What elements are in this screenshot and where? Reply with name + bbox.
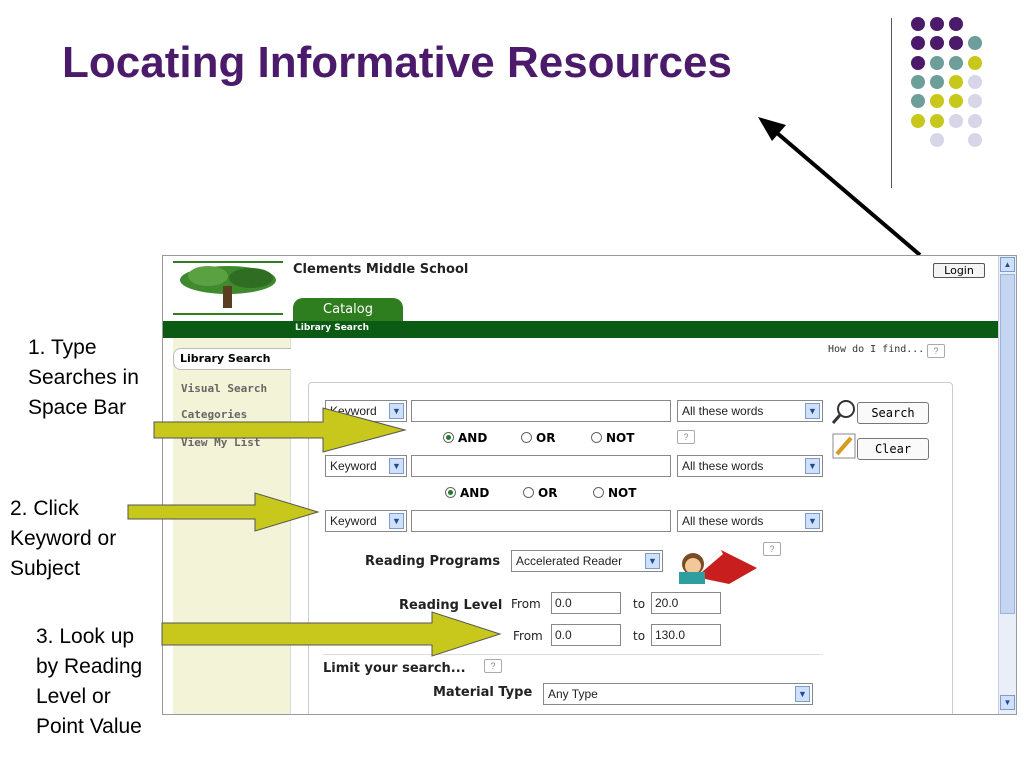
help-icon[interactable]: ? bbox=[677, 430, 695, 444]
chevron-down-icon: ▼ bbox=[389, 458, 404, 474]
chevron-down-icon: ▼ bbox=[795, 686, 810, 702]
nav-bar bbox=[163, 321, 998, 338]
points-from-input[interactable]: 0.0 bbox=[551, 624, 621, 646]
match-select-1[interactable]: All these words▼ bbox=[677, 400, 823, 422]
sidebar-item-library-search[interactable]: Library Search bbox=[173, 348, 291, 370]
search-input-1[interactable] bbox=[411, 400, 671, 422]
field-select-3[interactable]: Keyword▼ bbox=[325, 510, 407, 532]
clear-button[interactable]: Clear bbox=[857, 438, 929, 460]
scroll-up-icon[interactable]: ▲ bbox=[1000, 257, 1015, 272]
reading-level-to-input[interactable]: 20.0 bbox=[651, 592, 721, 614]
decorative-dot bbox=[911, 36, 925, 51]
chevron-down-icon: ▼ bbox=[389, 403, 404, 419]
decorative-dot bbox=[949, 36, 963, 51]
decorative-dot bbox=[911, 94, 925, 109]
search-icon bbox=[831, 400, 855, 424]
tab-catalog[interactable]: Catalog bbox=[293, 298, 403, 322]
decorative-dot bbox=[968, 74, 982, 89]
sidebar-item-visual-search[interactable]: Visual Search bbox=[181, 382, 268, 395]
from-label: From bbox=[511, 597, 541, 611]
match-select-2[interactable]: All these words▼ bbox=[677, 455, 823, 477]
decorative-dot bbox=[930, 94, 944, 109]
decorative-dot bbox=[930, 17, 944, 31]
decorative-dot bbox=[949, 113, 963, 128]
decorative-dot bbox=[930, 74, 944, 89]
sidebar-item-categories[interactable]: Categories bbox=[181, 408, 248, 421]
reading-programs-label: Reading Programs bbox=[365, 554, 501, 569]
field-select-2[interactable]: Keyword▼ bbox=[325, 455, 407, 477]
decorative-dot bbox=[949, 17, 963, 31]
decorative-dot bbox=[911, 55, 925, 70]
pointer-arrow-title bbox=[758, 117, 922, 257]
points-to-input[interactable]: 130.0 bbox=[651, 624, 721, 646]
decorative-dot bbox=[968, 36, 982, 51]
slide-title: Locating Informative Resources bbox=[62, 38, 732, 87]
match-select-3[interactable]: All these words▼ bbox=[677, 510, 823, 532]
material-type-select[interactable]: Any Type▼ bbox=[543, 683, 813, 705]
to-label: to bbox=[633, 597, 646, 611]
bool-or-2[interactable]: OR bbox=[523, 486, 557, 500]
pencil-eraser-icon bbox=[832, 433, 856, 459]
reading-book-icon bbox=[679, 550, 757, 584]
search-panel bbox=[308, 382, 953, 714]
help-icon[interactable]: ? bbox=[927, 344, 945, 358]
decorative-dot bbox=[968, 55, 982, 70]
material-type-label: Material Type bbox=[433, 685, 533, 700]
decorative-dot bbox=[949, 94, 963, 109]
school-name: Clements Middle School bbox=[293, 262, 469, 277]
bool-not-1[interactable]: NOT bbox=[591, 431, 634, 445]
chevron-down-icon: ▼ bbox=[805, 513, 820, 529]
limit-search-label: Limit your search... bbox=[323, 661, 466, 676]
tree-logo-icon bbox=[173, 261, 283, 315]
decorative-dot bbox=[930, 113, 944, 128]
chevron-down-icon: ▼ bbox=[805, 403, 820, 419]
yellow-arrow-3 bbox=[161, 611, 502, 657]
scroll-down-icon[interactable]: ▼ bbox=[1000, 695, 1015, 710]
scrollbar[interactable]: ▲ ▼ bbox=[998, 256, 1016, 714]
reading-level-from-input[interactable]: 0.0 bbox=[551, 592, 621, 614]
yellow-arrow-2 bbox=[127, 492, 320, 532]
yellow-arrow-1 bbox=[153, 407, 407, 453]
help-icon[interactable]: ? bbox=[484, 659, 502, 673]
decorative-dot bbox=[949, 55, 963, 70]
chevron-down-icon: ▼ bbox=[805, 458, 820, 474]
chevron-down-icon: ▼ bbox=[389, 513, 404, 529]
search-input-3[interactable] bbox=[411, 510, 671, 532]
how-do-i-find-link[interactable]: How do I find... bbox=[828, 344, 925, 355]
decorative-dot bbox=[949, 74, 963, 89]
breadcrumb: Library Search bbox=[295, 323, 370, 333]
decorative-dot bbox=[930, 36, 944, 51]
reading-level-label: Reading Level bbox=[399, 598, 503, 613]
bool-not-2[interactable]: NOT bbox=[593, 486, 636, 500]
divider-line bbox=[891, 18, 892, 188]
decorative-dot bbox=[911, 113, 925, 128]
section-divider bbox=[323, 654, 823, 655]
chevron-down-icon: ▼ bbox=[645, 553, 660, 569]
login-button[interactable]: Login bbox=[933, 263, 985, 278]
from-label: From bbox=[513, 629, 543, 643]
scroll-thumb[interactable] bbox=[1000, 274, 1015, 614]
decorative-dot bbox=[968, 94, 982, 109]
search-button[interactable]: Search bbox=[857, 402, 929, 424]
sidebar-item-view-my-list[interactable]: View My List bbox=[181, 436, 261, 449]
decorative-dot bbox=[911, 17, 925, 31]
help-icon[interactable]: ? bbox=[763, 542, 781, 556]
search-input-2[interactable] bbox=[411, 455, 671, 477]
decorative-dot bbox=[930, 55, 944, 70]
decorative-dot bbox=[911, 74, 925, 89]
decorative-dot bbox=[968, 113, 982, 128]
decorative-dot bbox=[930, 132, 944, 147]
decorative-dot bbox=[968, 132, 982, 147]
bool-and-1[interactable]: AND bbox=[443, 431, 487, 445]
reading-program-select[interactable]: Accelerated Reader▼ bbox=[511, 550, 663, 572]
bool-or-1[interactable]: OR bbox=[521, 431, 555, 445]
bool-and-2[interactable]: AND bbox=[445, 486, 489, 500]
to-label: to bbox=[633, 629, 646, 643]
